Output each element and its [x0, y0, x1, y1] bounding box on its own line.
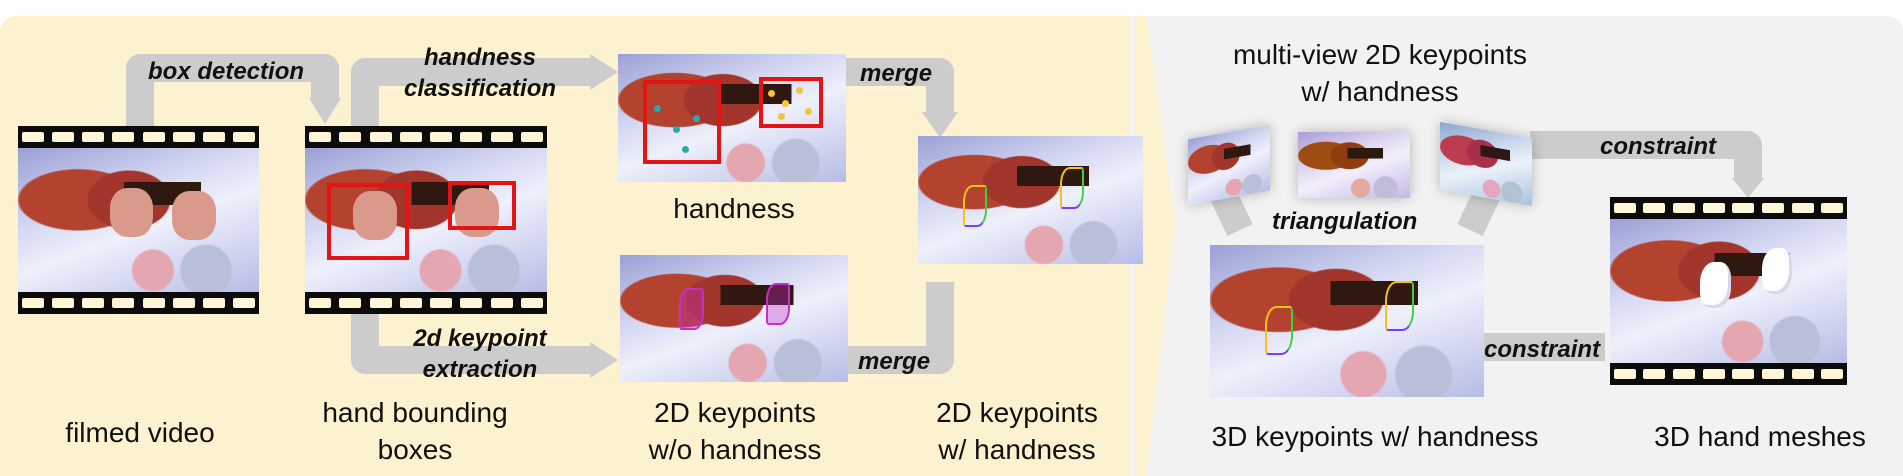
caption-3d-keypoints: 3D keypoints w/ handness	[1211, 421, 1539, 452]
arrow-merge-top	[845, 58, 954, 112]
caption-3d-hand-meshes: 3D hand meshes	[1654, 421, 1866, 452]
arrow-constraint-top	[1530, 131, 1762, 178]
op-handness-classification: handness classification	[403, 44, 557, 102]
right-hand-box	[447, 181, 516, 231]
handness-image	[618, 54, 846, 182]
caption-keypoints-handness: 2D keypoints w/ handness	[936, 397, 1098, 465]
arrow-merge-bottom	[848, 282, 954, 374]
op-keypoint-extraction: 2d keypoint extraction	[413, 325, 547, 383]
op-merge-top: merge	[860, 60, 933, 87]
arrow-keypoint-extraction	[351, 314, 592, 374]
caption-hand-bounding-boxes: hand bounding boxes	[322, 397, 508, 465]
caption-filmed-video: filmed video	[65, 417, 215, 448]
filmed-video-frame	[18, 126, 259, 314]
caption-handness: handness	[673, 193, 795, 224]
keypoints-no-handness-image	[620, 255, 848, 382]
left-hand-mesh	[1700, 262, 1731, 309]
bounding-box-frame	[305, 126, 547, 314]
left-hand-box	[326, 182, 410, 261]
keypoints-handness-image	[918, 136, 1143, 264]
caption-multiview-keypoints: multi-view 2D keypoints w/ handness	[1232, 39, 1528, 107]
op-constraint-top: constraint	[1600, 133, 1717, 160]
view-thumbnail-2	[1298, 132, 1410, 198]
op-triangulation: triangulation	[1272, 208, 1418, 235]
caption-keypoints-no-handness: 2D keypoints w/o handness	[648, 397, 822, 465]
arrow-box-detection	[126, 54, 339, 126]
hand-meshes-frame	[1610, 197, 1847, 385]
arrow-handness-classification	[351, 58, 592, 126]
op-box-detection: box detection	[148, 58, 305, 85]
right-hand-mesh	[1761, 247, 1793, 294]
op-merge-bottom: merge	[858, 348, 931, 375]
keypoints-3d-image	[1210, 245, 1484, 397]
op-constraint-mid: constraint	[1484, 336, 1601, 363]
